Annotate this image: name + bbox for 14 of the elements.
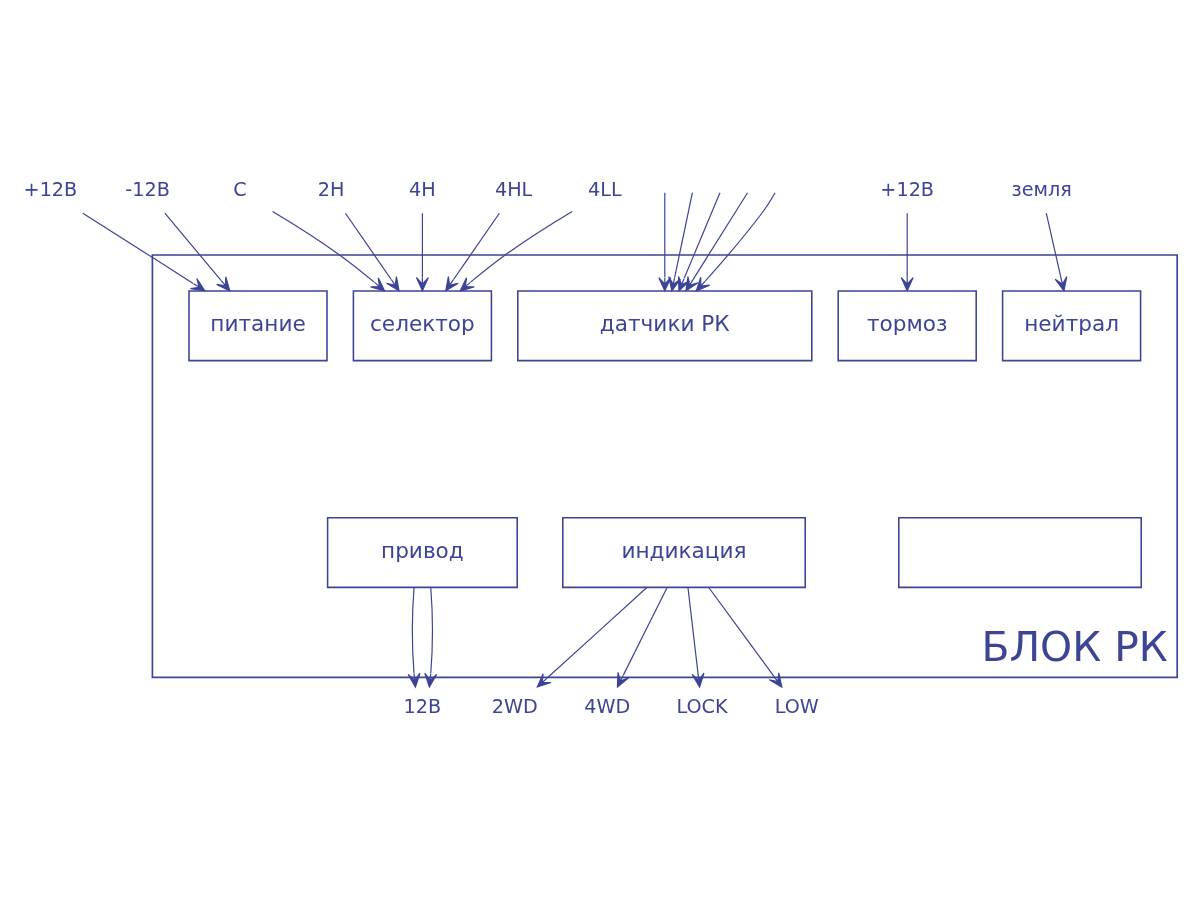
node-text: 2H <box>317 177 345 201</box>
node-text: 4LL <box>588 177 622 201</box>
node-text: +12В <box>880 177 935 201</box>
node-text: 12В <box>403 695 442 719</box>
node-text: 2WD <box>491 695 538 719</box>
node-text: C <box>233 177 247 201</box>
node-text: LOCK <box>676 695 728 719</box>
node-text: 4H <box>409 177 436 201</box>
node-text: +12В <box>23 177 78 201</box>
node-text: -12В <box>125 177 170 201</box>
node-text: 4WD <box>584 695 631 719</box>
node-text: LOW <box>774 695 819 719</box>
node-text: земля <box>1011 177 1072 201</box>
node-text: 4HL <box>494 177 533 201</box>
